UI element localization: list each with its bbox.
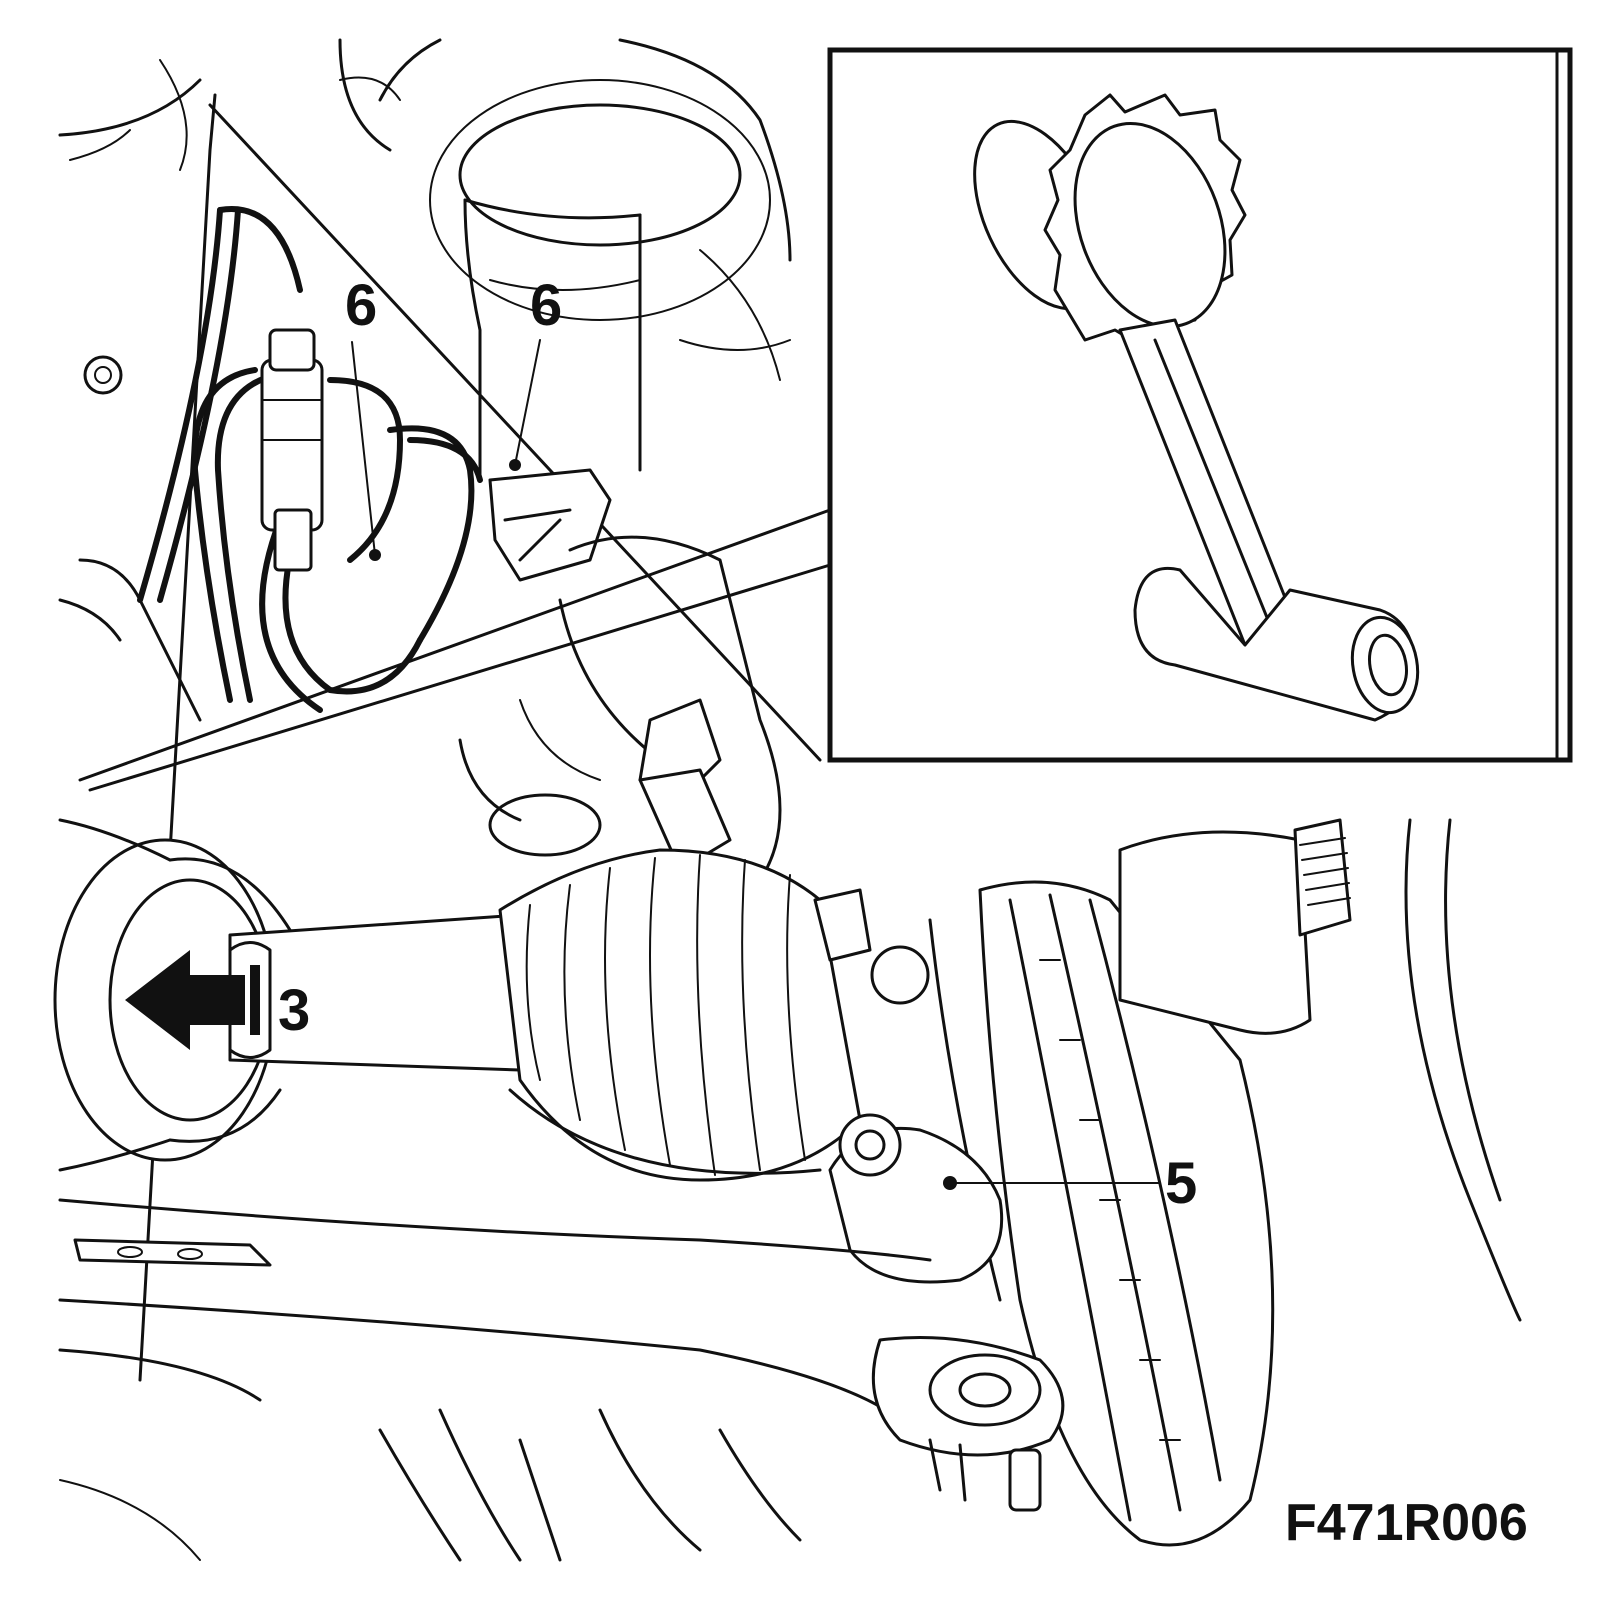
mounting-bolt-upper (83, 355, 123, 395)
special-tool-wrench (973, 93, 1420, 722)
direction-arrow (125, 950, 260, 1050)
brake-hoses (58, 206, 483, 722)
callout-5: 5 (1165, 1151, 1197, 1216)
body-panel (58, 38, 822, 1382)
figure-code: F471R006 (1285, 1494, 1528, 1552)
ball-joint (813, 888, 1004, 1284)
callout-leaders (351, 339, 1161, 1190)
callout-3: 3 (278, 978, 310, 1043)
inset-pointer (78, 508, 832, 792)
drive-shaft (228, 913, 522, 1072)
steering-knuckle (458, 535, 782, 882)
callout-6-left: 6 (345, 273, 377, 338)
callout-6-right: 6 (530, 273, 562, 338)
wheel-hub (1118, 818, 1522, 1322)
spring-strut (429, 79, 791, 482)
outer-cv-boot (498, 848, 862, 1182)
lower-control-arm (58, 1198, 932, 1422)
hose-bracket-right (488, 468, 612, 582)
lower-structure (59, 1408, 802, 1562)
hose-connector-left (260, 328, 324, 572)
control-arm-bushing (871, 1336, 1065, 1512)
